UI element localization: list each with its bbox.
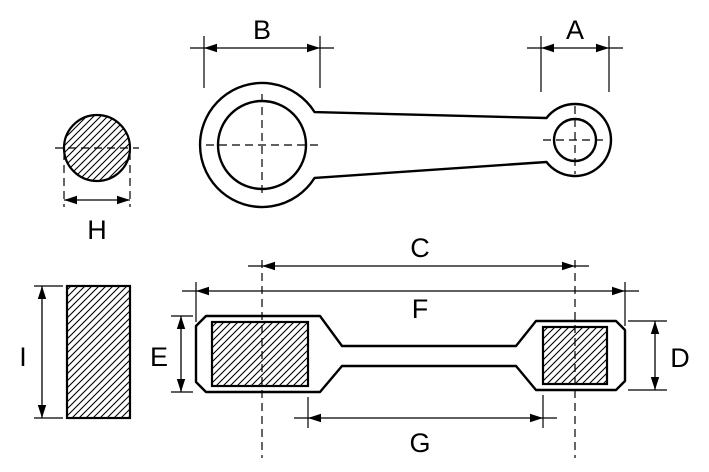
dim-i-arrow-bottom — [37, 405, 47, 418]
dim-g-arrow-left — [308, 413, 321, 423]
dim-a-arrow-left — [541, 43, 554, 53]
rod-top-outline — [198, 81, 613, 209]
dim-h-arrow-left — [64, 195, 77, 205]
dim-g: G — [294, 395, 557, 458]
dim-label-h: H — [87, 215, 107, 245]
dim-f: F — [182, 282, 639, 326]
dim-f-arrow-left — [196, 286, 209, 296]
pin-end-view: H — [55, 113, 139, 245]
dim-b-arrow-left — [204, 43, 217, 53]
dim-a: A — [527, 15, 623, 92]
dim-label-f: F — [412, 294, 429, 324]
dim-c-arrow-left — [262, 261, 275, 271]
dim-a-arrow-right — [596, 43, 609, 53]
dim-g-arrow-right — [530, 413, 543, 423]
dim-c: C — [248, 233, 589, 271]
big-end-section — [210, 320, 310, 388]
dim-label-a: A — [566, 15, 584, 45]
dim-h-arrow-right — [117, 195, 130, 205]
dim-e-arrow-top — [176, 316, 186, 329]
dim-d-arrow-bottom — [650, 377, 660, 390]
dim-label-d: D — [670, 343, 690, 373]
dim-label-e: E — [150, 342, 168, 372]
dim-label-c: C — [410, 233, 430, 263]
dim-label-i: I — [19, 342, 27, 372]
dim-label-b: B — [253, 15, 271, 45]
dim-e: E — [150, 315, 193, 393]
dim-d-arrow-top — [650, 321, 660, 334]
dim-c-arrow-right — [562, 261, 575, 271]
rod-side-view: C F E D — [150, 233, 690, 458]
dim-h: H — [64, 195, 130, 245]
crank-pin-side-view: I — [19, 284, 132, 420]
rod-top-view: B A — [190, 15, 623, 209]
dim-b: B — [190, 15, 334, 88]
dim-i: I — [19, 285, 63, 419]
crank-pin-side-rect — [65, 284, 132, 420]
dim-i-arrow-top — [37, 286, 47, 299]
dim-e-arrow-bottom — [176, 379, 186, 392]
dim-b-arrow-right — [307, 43, 320, 53]
dim-f-arrow-right — [612, 286, 625, 296]
dim-label-g: G — [409, 428, 430, 458]
dim-d: D — [628, 320, 690, 391]
pin-circle — [62, 113, 132, 183]
